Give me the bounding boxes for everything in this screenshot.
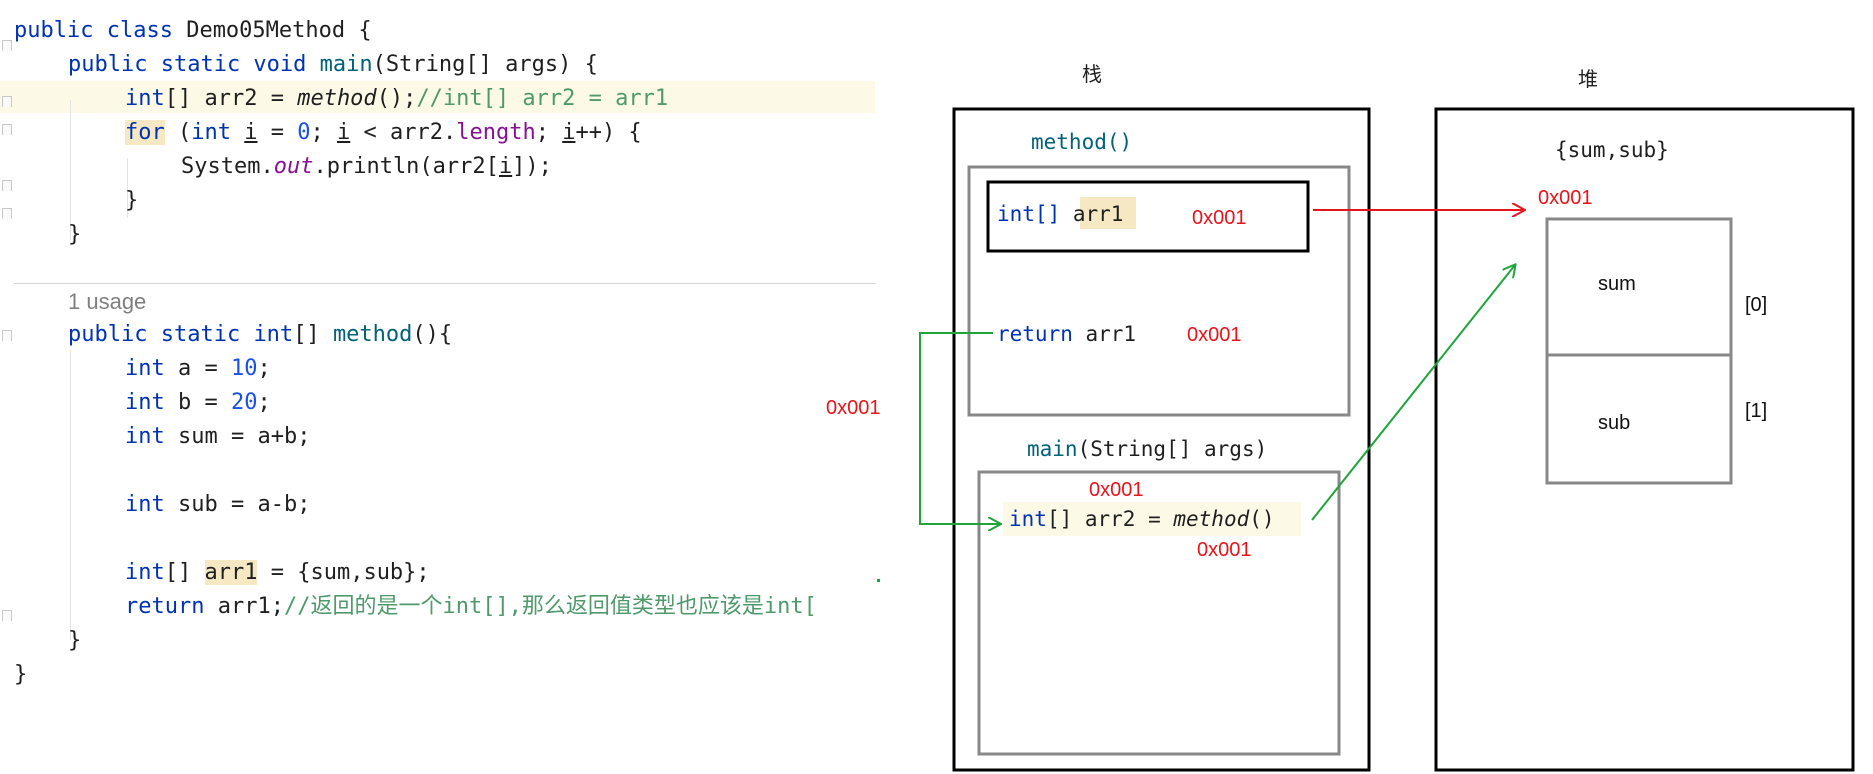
arr1-address: 0x001 bbox=[1192, 207, 1247, 229]
return-to-arr2-arrow bbox=[919, 332, 1000, 524]
arr1-highlight bbox=[1080, 197, 1136, 229]
arr1-variable-box bbox=[986, 180, 1310, 253]
code-line-3: int[] arr2 = method();//int[] arr2 = arr… bbox=[125, 86, 669, 111]
method-separator bbox=[14, 283, 876, 284]
return-statement: return arr1 bbox=[997, 322, 1136, 346]
green-dot bbox=[877, 579, 880, 582]
code-line-5: System.out.println(arr2[i]); bbox=[181, 154, 552, 179]
method-frame bbox=[967, 165, 1351, 417]
indent-guide bbox=[70, 350, 71, 640]
return-address: 0x001 bbox=[1187, 324, 1242, 346]
code-line-14: return arr1;//返回的是一个int[],那么返回值类型也应该是int… bbox=[125, 594, 817, 619]
stack-label: 栈 bbox=[1082, 63, 1102, 86]
arr2-line-highlight bbox=[1003, 502, 1301, 536]
arr2-to-heap-arrow bbox=[1311, 265, 1515, 521]
fold-marker[interactable] bbox=[2, 610, 12, 624]
code-line-2: public static void main(String[] args) { bbox=[68, 52, 598, 77]
stack-box bbox=[952, 107, 1371, 772]
heap-cell-sub: sub bbox=[1598, 412, 1630, 434]
fold-marker[interactable] bbox=[2, 180, 12, 194]
returned-address-label: 0x001 bbox=[826, 397, 881, 419]
main-frame bbox=[977, 470, 1341, 756]
code-line-11: int sum = a+b; bbox=[125, 424, 311, 449]
heap-array-address: 0x001 bbox=[1538, 187, 1593, 209]
code-line-6: } bbox=[125, 188, 139, 213]
code-line-9: int a = 10; bbox=[125, 356, 271, 381]
main-frame-title: main(String[] args) bbox=[1027, 437, 1267, 461]
fold-marker[interactable] bbox=[2, 330, 12, 344]
fold-marker[interactable] bbox=[2, 40, 12, 54]
fold-marker[interactable] bbox=[2, 208, 12, 222]
code-line-4: for (int i = 0; i < arr2.length; i++) { bbox=[125, 120, 642, 145]
heap-array bbox=[1545, 217, 1733, 485]
heap-index-1: [1] bbox=[1745, 400, 1767, 422]
code-line-15: } bbox=[68, 628, 82, 653]
code-line-7: } bbox=[68, 222, 82, 247]
indent-guide bbox=[70, 100, 71, 240]
usage-hint[interactable]: 1 usage bbox=[68, 289, 147, 314]
code-line-10: int b = 20; bbox=[125, 390, 271, 415]
code-line-1: public class Demo05Method { bbox=[14, 18, 372, 43]
code-line-13: int[] arr1 = {sum,sub}; bbox=[125, 560, 430, 585]
heap-array-title: {sum,sub} bbox=[1555, 138, 1669, 162]
code-editor: public class Demo05Method { public stati… bbox=[0, 0, 876, 774]
current-line-highlight bbox=[0, 81, 875, 113]
method-frame-title: method() bbox=[1031, 130, 1132, 154]
main-arr2-address-bottom: 0x001 bbox=[1197, 539, 1252, 561]
heap-label: 堆 bbox=[1578, 68, 1598, 91]
code-line-16: } bbox=[14, 662, 28, 687]
heap-cell-sum: sum bbox=[1598, 273, 1636, 295]
heap-box bbox=[1434, 107, 1855, 772]
indent-guide bbox=[127, 158, 128, 218]
arr2-declaration: int[] arr2 = method() bbox=[1009, 507, 1275, 531]
main-arr2-address-top: 0x001 bbox=[1089, 479, 1144, 501]
heap-index-0: [0] bbox=[1745, 294, 1767, 316]
arr1-declaration: int[] arr1 bbox=[997, 202, 1123, 226]
code-line-12: int sub = a-b; bbox=[125, 492, 311, 517]
code-line-8: public static int[] method(){ bbox=[68, 322, 453, 347]
fold-marker[interactable] bbox=[2, 96, 12, 110]
fold-marker[interactable] bbox=[2, 124, 12, 138]
